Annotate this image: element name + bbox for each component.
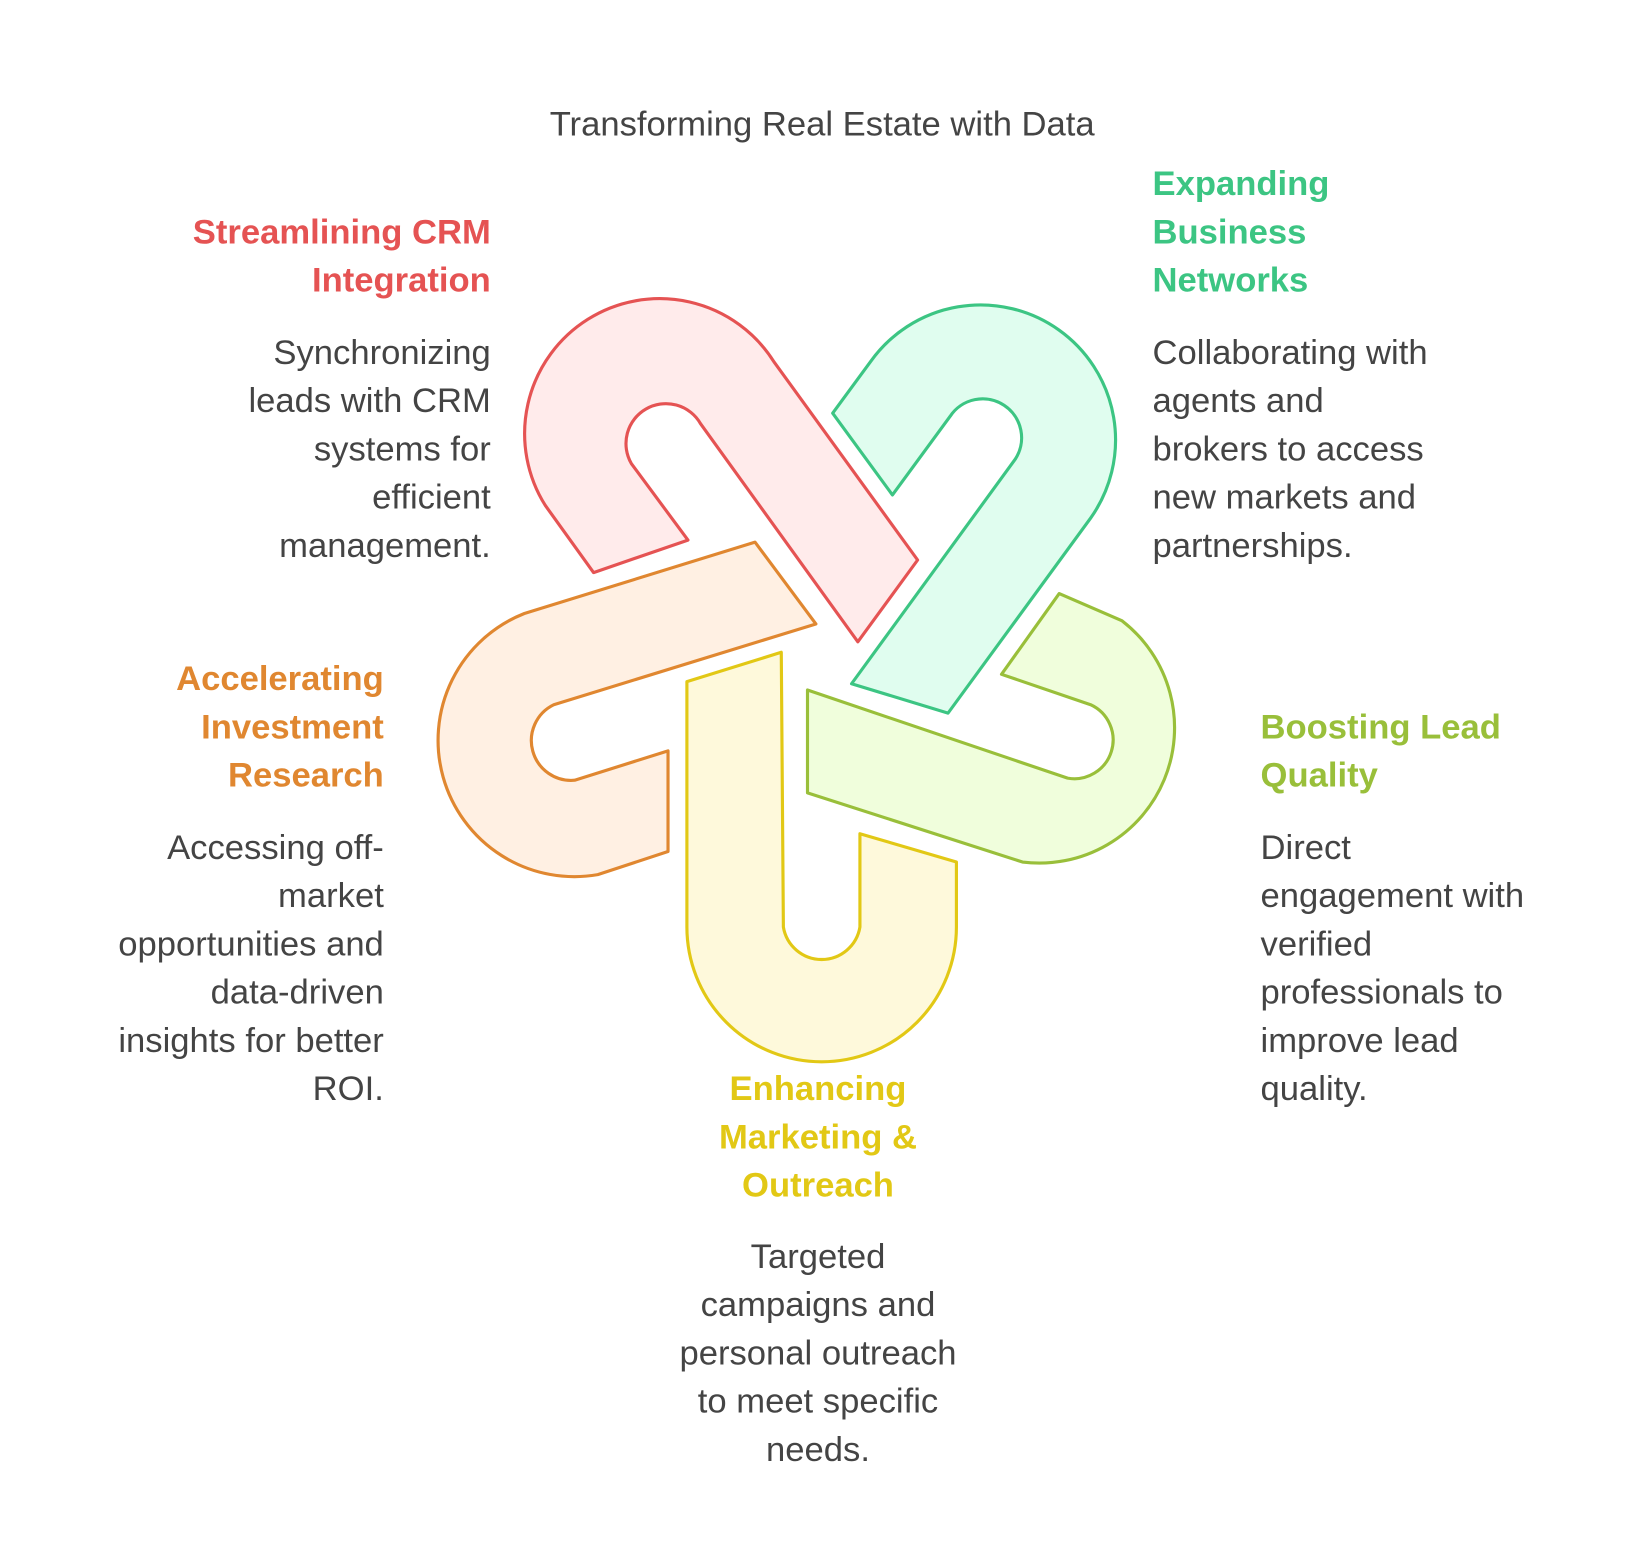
crm-body-line: systems for bbox=[313, 428, 491, 468]
lead-heading-line: Quality bbox=[1260, 755, 1378, 794]
networks-body-line: agents and bbox=[1152, 380, 1324, 420]
networks-body-line: new markets and bbox=[1152, 477, 1417, 516]
lead-body-line: improve lead bbox=[1260, 1020, 1459, 1060]
lead-heading-line: Boosting Lead bbox=[1260, 706, 1501, 746]
link-shape-networks bbox=[831, 303, 1118, 715]
crm-body-line: efficient bbox=[372, 477, 491, 516]
investment-description: Accessing off-market opportunities and dat… bbox=[118, 823, 384, 1112]
investment-heading-line: Research bbox=[227, 755, 384, 794]
networks-body-line: partnerships. bbox=[1152, 525, 1353, 565]
networks-body-line: Collaborating with bbox=[1152, 332, 1428, 372]
investment-body-line: opportunities and bbox=[118, 923, 384, 963]
networks-description: Collaborating with agents and brokers to a… bbox=[1153, 328, 1428, 569]
crm-heading-line: Streamlining CRM bbox=[192, 211, 491, 251]
crm-body-line: leads with CRM bbox=[248, 380, 491, 420]
crm-heading: Streamlining CRM Integration bbox=[193, 208, 491, 304]
lead-body-line: Direct bbox=[1260, 827, 1351, 867]
link-shape-crm bbox=[523, 297, 920, 644]
marketing-body-line: personal outreach bbox=[679, 1332, 957, 1372]
marketing-body-line: campaigns and bbox=[700, 1284, 936, 1324]
networks-heading-line: Expanding bbox=[1152, 163, 1330, 203]
networks-heading-line: Networks bbox=[1152, 260, 1309, 299]
marketing-heading-line: Marketing & bbox=[718, 1116, 918, 1156]
investment-body-line: market bbox=[278, 875, 384, 915]
marketing-heading-line: Outreach bbox=[742, 1165, 894, 1204]
crm-description: Synchronizing leads with CRM systems for ef… bbox=[248, 328, 490, 569]
investment-heading-line: Accelerating bbox=[176, 658, 384, 698]
marketing-body-line: needs. bbox=[766, 1429, 870, 1469]
crm-heading-line: Integration bbox=[311, 260, 491, 299]
link-shape-investment bbox=[436, 540, 818, 879]
investment-body-line: ROI. bbox=[312, 1068, 384, 1108]
crm-body-line: management. bbox=[279, 525, 491, 565]
investment-heading-line: Investment bbox=[201, 706, 384, 746]
networks-body-line: brokers to access bbox=[1152, 428, 1424, 468]
marketing-body-line: to meet specific bbox=[697, 1381, 939, 1420]
lead-body-line: verified bbox=[1260, 923, 1373, 963]
lead-body-line: quality. bbox=[1260, 1068, 1368, 1108]
crm-body-line: Synchronizing bbox=[273, 332, 491, 372]
page-title: Transforming Real Estate with Data bbox=[549, 103, 1095, 143]
marketing-body-line: Targeted bbox=[750, 1236, 886, 1276]
link-shape-marketing bbox=[685, 650, 958, 1064]
investment-body-line: Accessing off- bbox=[167, 827, 384, 867]
investment-body-line: insights for better bbox=[118, 1020, 384, 1060]
networks-heading-line: Business bbox=[1152, 211, 1307, 251]
investment-body-line: data-driven bbox=[210, 972, 384, 1011]
lead-body-line: engagement with bbox=[1260, 875, 1525, 915]
lead-body-line: professionals to bbox=[1260, 972, 1503, 1011]
lead-description: Direct engagement with verified professiona… bbox=[1261, 823, 1525, 1112]
marketing-heading-line: Enhancing bbox=[729, 1068, 907, 1108]
marketing-description: Targeted campaigns and personal outreach to… bbox=[608, 1232, 1027, 1473]
link-shape-lead bbox=[805, 591, 1177, 865]
